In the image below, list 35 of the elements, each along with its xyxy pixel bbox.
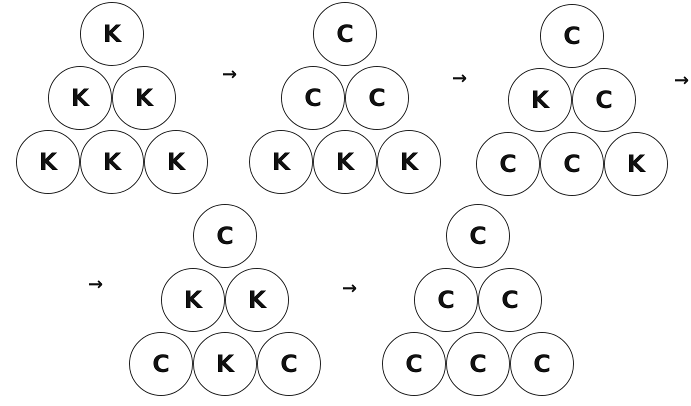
letter-circle: K [161, 268, 225, 332]
arrow-glyph: → [88, 276, 104, 294]
letter-circle: C [446, 332, 510, 396]
letter-circle: K [249, 130, 313, 194]
letter-circle: C [476, 132, 540, 196]
letter-circle: C [540, 4, 604, 68]
letter-circle: C [257, 332, 321, 396]
letter-circle: K [16, 130, 80, 194]
letter-circle: K [80, 130, 144, 194]
letter-circle: C [540, 132, 604, 196]
arrow-glyph: → [222, 66, 238, 84]
letter-circle: K [377, 130, 441, 194]
arrow-glyph: → [342, 280, 358, 298]
letter-circle: C [414, 268, 478, 332]
letter-circle: K [508, 68, 572, 132]
letter-circle: K [313, 130, 377, 194]
letter-circle: K [193, 332, 257, 396]
letter-circle: C [510, 332, 574, 396]
letter-circle: K [80, 2, 144, 66]
arrow-glyph: → [674, 72, 690, 90]
letter-circle: K [604, 132, 668, 196]
letter-circle: C [129, 332, 193, 396]
letter-circle: C [382, 332, 446, 396]
letter-circle: C [446, 204, 510, 268]
letter-circle: K [112, 66, 176, 130]
letter-circle: C [572, 68, 636, 132]
letter-circle: C [345, 66, 409, 130]
letter-circle: K [48, 66, 112, 130]
letter-circle: C [478, 268, 542, 332]
arrow-glyph: → [452, 70, 468, 88]
letter-circle: C [193, 204, 257, 268]
letter-circle: K [144, 130, 208, 194]
letter-circle: K [225, 268, 289, 332]
letter-circle: C [281, 66, 345, 130]
letter-circle: C [313, 2, 377, 66]
